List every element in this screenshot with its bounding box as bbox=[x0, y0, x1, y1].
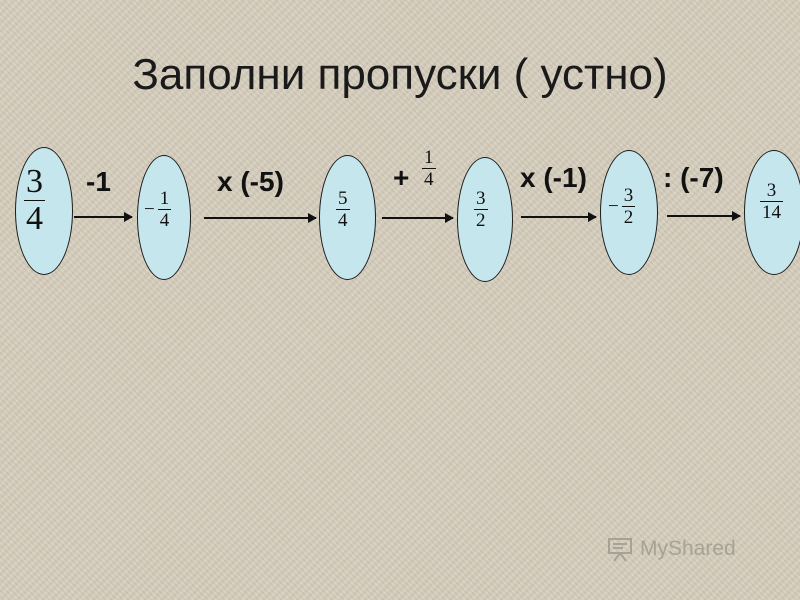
operation-plus-numerator: 1 bbox=[424, 147, 434, 168]
oval-3 bbox=[319, 155, 376, 280]
arrow-4 bbox=[521, 212, 597, 222]
fraction-5: − 3 2 bbox=[608, 185, 636, 229]
slide-title: Заполни пропуски ( устно) bbox=[132, 50, 668, 99]
fraction-1-numerator: 3 bbox=[26, 163, 43, 200]
operation-plus-sign: + bbox=[393, 162, 410, 193]
operation-plus-bar bbox=[422, 168, 436, 170]
operation-times-minus-one: x (-1) bbox=[520, 162, 587, 193]
fraction-3-numerator: 5 bbox=[338, 188, 348, 209]
fraction-1-denominator: 4 bbox=[26, 200, 43, 238]
fraction-1: 3 4 bbox=[24, 164, 45, 237]
watermark-text: MyShared bbox=[640, 537, 736, 560]
oval-1 bbox=[15, 147, 73, 275]
fraction-4-bar bbox=[474, 209, 488, 211]
fraction-2-bar bbox=[157, 209, 172, 211]
oval-6 bbox=[744, 150, 800, 275]
fraction-2-numerator: 1 bbox=[159, 188, 170, 209]
arrow-5 bbox=[667, 211, 741, 221]
arrow-3 bbox=[382, 213, 454, 223]
oval-2 bbox=[137, 155, 191, 280]
arrow-2 bbox=[204, 213, 317, 223]
fraction-1-bar bbox=[24, 200, 45, 202]
fraction-5-sign: − bbox=[608, 195, 619, 217]
fraction-4-numerator: 3 bbox=[476, 188, 486, 209]
fraction-5-denominator: 2 bbox=[623, 207, 634, 229]
fraction-6-denominator: 14 bbox=[762, 202, 781, 224]
fraction-3-denominator: 4 bbox=[338, 210, 348, 232]
fraction-3-bar bbox=[336, 209, 350, 211]
operation-times-minus-five: x (-5) bbox=[217, 166, 284, 197]
fraction-2-sign: − bbox=[144, 198, 155, 220]
oval-5 bbox=[600, 150, 658, 275]
operation-minus-one: -1 bbox=[86, 166, 111, 197]
operation-plus-denominator: 4 bbox=[424, 169, 434, 191]
fraction-6-bar bbox=[760, 201, 783, 203]
presentation-board-icon bbox=[608, 538, 632, 562]
fraction-2: − 1 4 bbox=[144, 188, 172, 232]
fraction-5-bar bbox=[621, 206, 636, 208]
oval-4 bbox=[457, 157, 513, 282]
fraction-6-numerator: 3 bbox=[766, 180, 777, 201]
fraction-4-denominator: 2 bbox=[476, 210, 486, 232]
fraction-3: 5 4 bbox=[336, 188, 350, 231]
fraction-5-numerator: 3 bbox=[623, 185, 634, 206]
fraction-6: 3 14 bbox=[760, 180, 783, 223]
arrow-1 bbox=[74, 212, 133, 222]
fraction-4: 3 2 bbox=[474, 188, 488, 231]
fraction-2-denominator: 4 bbox=[159, 210, 170, 232]
operation-plus-fraction: 1 4 bbox=[422, 147, 436, 190]
watermark: MyShared bbox=[606, 536, 736, 562]
operation-divide-minus-seven: : (-7) bbox=[663, 162, 724, 193]
